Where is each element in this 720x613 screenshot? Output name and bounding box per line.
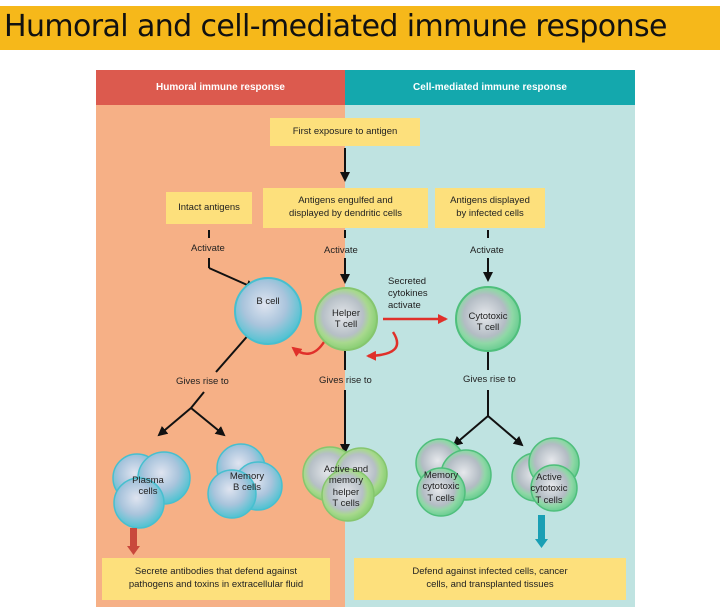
humoral-header: Humoral immune response: [96, 70, 345, 105]
helper-t-cell: [314, 287, 378, 351]
plasma-cells-graphic: [112, 451, 191, 529]
cytotoxic-defend-arrow: [538, 515, 545, 540]
label-activate-cytotoxic: Activate: [470, 245, 504, 256]
plasma-secrete-arrow: [130, 528, 137, 548]
cytotoxic-t-label: Cytotoxic T cell: [468, 311, 508, 334]
diagram-graphics: [112, 148, 580, 555]
label-activate-helper: Activate: [324, 245, 358, 256]
branch-to-active-cyto: [487, 415, 524, 447]
helper-to-bcell-curve: [291, 341, 326, 357]
label-cytokines: Secreted cytokines activate: [388, 276, 428, 311]
b-cell: [234, 277, 302, 345]
bcell-line: [215, 331, 252, 373]
memory-cytotoxic-graphic: [415, 438, 492, 517]
helper-t-cells-graphic: [302, 446, 388, 522]
active-cytotoxic-graphic: [511, 437, 580, 512]
label-gives-rise-bcell: Gives rise to: [176, 376, 229, 387]
title-bar: Humoral and cell-mediated immune respons…: [0, 6, 720, 50]
b-cell-label: B cell: [256, 296, 280, 307]
branch-to-memory-cyto: [452, 415, 489, 447]
plasma-cells-label: Plasma cells: [132, 475, 164, 498]
label-gives-rise-helper: Gives rise to: [319, 375, 372, 386]
box-cell-outcome: Defend against infected cells, cancer ce…: [354, 558, 626, 600]
label-activate-humoral: Activate: [191, 243, 225, 254]
box-infected: Antigens displayed by infected cells: [435, 188, 545, 228]
branch-to-plasma: [157, 407, 192, 437]
diagram-panel: Humoral immune response Cell-mediated im…: [96, 70, 635, 607]
cell-mediated-header: Cell-mediated immune response: [345, 70, 635, 105]
helper-group-label: Active and memory helper T cells: [323, 464, 369, 510]
cytotoxic-t-cell: [455, 286, 521, 352]
box-dendritic: Antigens engulfed and displayed by dendr…: [263, 188, 428, 228]
box-humoral-outcome: Secrete antibodies that defend against p…: [102, 558, 330, 600]
memory-b-cells-graphic: [207, 443, 283, 519]
memory-b-label: Memory B cells: [229, 471, 265, 494]
box-first-exposure: First exposure to antigen: [270, 118, 420, 146]
label-gives-rise-cytotoxic: Gives rise to: [463, 374, 516, 385]
helper-t-label: Helper T cell: [332, 308, 360, 331]
branch-to-memory-b: [190, 407, 226, 437]
slide-title: Humoral and cell-mediated immune respons…: [4, 9, 667, 44]
memory-cytotoxic-label: Memory cytotoxic T cells: [422, 470, 460, 504]
helper-self-curve: [366, 331, 399, 361]
box-intact-antigens: Intact antigens: [166, 192, 252, 224]
active-cytotoxic-label: Active cytotoxic T cells: [530, 472, 568, 506]
